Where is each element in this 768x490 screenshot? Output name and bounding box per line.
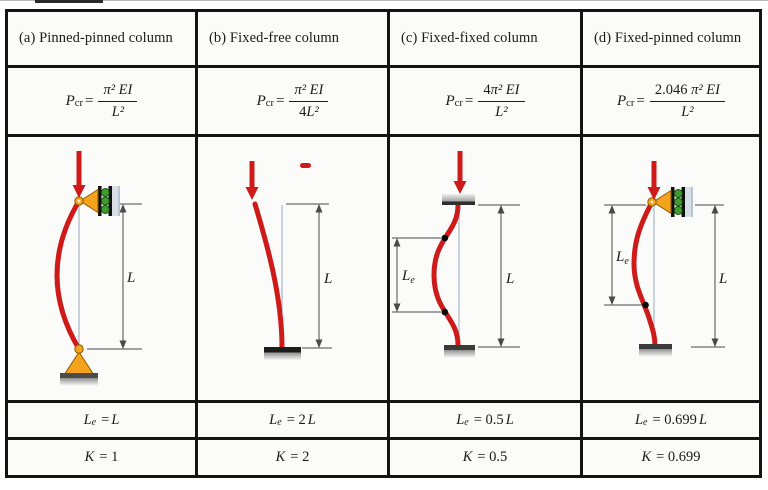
pinned-roller-support-top: [74, 186, 120, 216]
diagram-fixed-fixed: Le L: [390, 137, 583, 403]
numerator: π² EI: [98, 81, 138, 102]
dimension-line-L: [286, 203, 332, 349]
length-label: L: [718, 271, 727, 287]
length-label: L: [323, 271, 332, 287]
pcr-subscript: cr: [626, 97, 635, 109]
fixed-fixed-diagram: Le L: [392, 151, 520, 358]
numerator: 2.046 π² EI: [649, 81, 725, 102]
k-factor-fixed-free: K= 2: [198, 440, 390, 475]
load-arrow: [453, 151, 467, 194]
pcr-symbol: P: [256, 92, 266, 109]
buckled-column-curve: [431, 202, 461, 348]
scan-artifact-top-line: [0, 0, 768, 1]
dimension-line-L: [478, 204, 520, 348]
denominator: L²: [681, 103, 694, 120]
pcr-symbol: P: [617, 92, 627, 109]
equals-sign: =: [464, 92, 474, 109]
pin-support-bottom: [60, 344, 98, 386]
fraction: 4π² EI L²: [478, 81, 525, 120]
dimension-line-Le: [604, 204, 649, 306]
dimension-line-Le: [392, 237, 441, 313]
fixed-support-bottom: [264, 347, 301, 361]
pcr-subscript: cr: [454, 97, 463, 109]
diagram-fixed-free: L: [198, 137, 390, 403]
load-arrow: [72, 151, 86, 198]
equals-sign: =: [275, 92, 285, 109]
header-fixed-fixed: (c) Fixed-fixed column: [390, 12, 583, 68]
fixed-free-diagram: L: [245, 161, 332, 361]
equals-sign: =: [84, 92, 94, 109]
length-label: L: [505, 271, 514, 287]
fraction: 2.046 π² EI L²: [649, 81, 725, 120]
fixed-support-bottom: [444, 345, 475, 358]
k-factor-fixed-fixed: K= 0.5: [390, 440, 583, 475]
header-pinned-pinned: (a) Pinned-pinned column: [8, 12, 198, 68]
load-arrow: [647, 161, 661, 200]
header-label: (c) Fixed-fixed column: [401, 30, 538, 46]
effective-length-label: Le: [615, 249, 629, 267]
diagram-fixed-pinned: Le L: [583, 137, 759, 403]
fraction: π² EI 4L²: [289, 81, 329, 120]
pinned-pinned-diagram: L: [54, 151, 142, 386]
header-fixed-pinned: (d) Fixed-pinned column: [583, 12, 759, 68]
fixed-support-bottom: [639, 344, 672, 357]
header-fixed-free: (b) Fixed-free column: [198, 12, 390, 68]
numerator: 4π² EI: [478, 81, 525, 102]
k-factor-fixed-pinned: K= 0.699: [641, 449, 701, 465]
denominator: 4L²: [299, 103, 319, 120]
pcr-subscript: cr: [74, 97, 83, 109]
header-label: (d) Fixed-pinned column: [594, 30, 742, 46]
dimension-line-L: [691, 204, 725, 348]
stray-red-mark: [300, 163, 311, 168]
buckled-column-curve: [54, 198, 82, 352]
denominator: L²: [495, 103, 508, 120]
length-label: L: [126, 270, 135, 286]
pcr-symbol: P: [445, 92, 455, 109]
inflection-point: [642, 301, 649, 309]
numerator: π² EI: [289, 81, 329, 102]
fixed-pinned-diagram: Le L: [604, 161, 727, 357]
pcr-symbol: P: [65, 92, 75, 109]
scan-artifact-top-mark: [35, 0, 103, 3]
pcr-subscript: cr: [265, 97, 274, 109]
pinned-roller-support-top: [647, 187, 693, 217]
fixed-support-top: [442, 194, 475, 205]
header-label: (a) Pinned-pinned column: [19, 30, 173, 46]
inflection-point-lower: [441, 308, 449, 316]
fraction: π² EI L²: [98, 81, 138, 120]
diagram-pinned-pinned: L: [8, 137, 198, 403]
buckling-cases-table: (a) Pinned-pinned column (b) Fixed-free …: [5, 9, 762, 478]
load-arrow: [245, 161, 259, 200]
equals-sign: =: [636, 92, 645, 109]
k-factor-pinned-pinned: K= 1: [8, 440, 198, 475]
buckled-column-curve: [252, 201, 285, 350]
buckled-column-curve: [631, 199, 658, 349]
header-label: (b) Fixed-free column: [209, 30, 340, 46]
denominator: L²: [111, 103, 125, 120]
inflection-point-upper: [441, 234, 449, 242]
effective-length-label: Le: [401, 268, 415, 286]
